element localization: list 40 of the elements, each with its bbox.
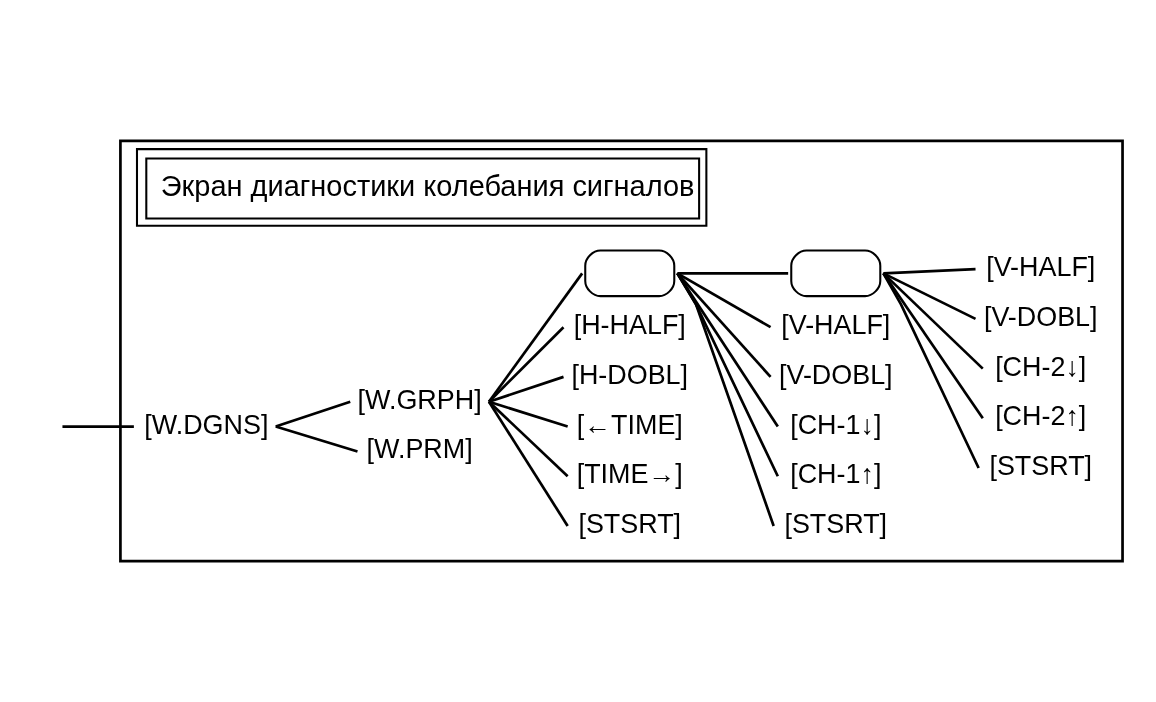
- connector: [488, 400, 569, 478]
- node-text: [CH-1↑]: [790, 459, 882, 490]
- node-text: [←TIME]: [576, 409, 683, 440]
- connector: [275, 400, 351, 428]
- node-text: [STSRT]: [989, 451, 1093, 482]
- connector: [676, 272, 772, 329]
- node-text: [V-HALF]: [986, 252, 1096, 283]
- connector: [882, 272, 984, 420]
- node-text: [TIME→]: [576, 459, 683, 490]
- node-text: [V-HALF]: [781, 310, 891, 341]
- connector: [677, 272, 789, 275]
- node-text: [CH-2↑]: [995, 401, 1087, 432]
- node-text: [V-DOBL]: [983, 301, 1098, 332]
- connector: [487, 401, 569, 527]
- connector: [882, 272, 984, 370]
- node-text: [CH-1↓]: [790, 409, 882, 440]
- node-text: [H-DOBL]: [571, 359, 689, 390]
- node-text: [V-DOBL]: [778, 359, 893, 390]
- connector: [488, 326, 565, 403]
- connector: [488, 375, 564, 403]
- node-text: [W.GRPH]: [357, 384, 482, 415]
- connector: [275, 425, 358, 453]
- connector: [882, 272, 977, 321]
- node-text: [STSRT]: [578, 509, 682, 539]
- connector: [676, 272, 779, 428]
- node-text: [CH-2↓]: [995, 351, 1087, 382]
- node-text: [STSRT]: [784, 509, 888, 539]
- node-text: [H-HALF]: [573, 310, 686, 341]
- connector: [62, 425, 134, 428]
- node-box: [790, 249, 882, 298]
- connector: [882, 272, 980, 469]
- connector: [488, 400, 569, 428]
- connector: [883, 267, 976, 275]
- connector: [676, 272, 772, 378]
- node-text: [W.DGNS]: [144, 409, 269, 440]
- connector: [676, 272, 779, 477]
- node-box: [584, 249, 676, 298]
- connector: [676, 272, 775, 527]
- node-text: [W.PRM]: [366, 434, 473, 465]
- connector: [487, 272, 584, 403]
